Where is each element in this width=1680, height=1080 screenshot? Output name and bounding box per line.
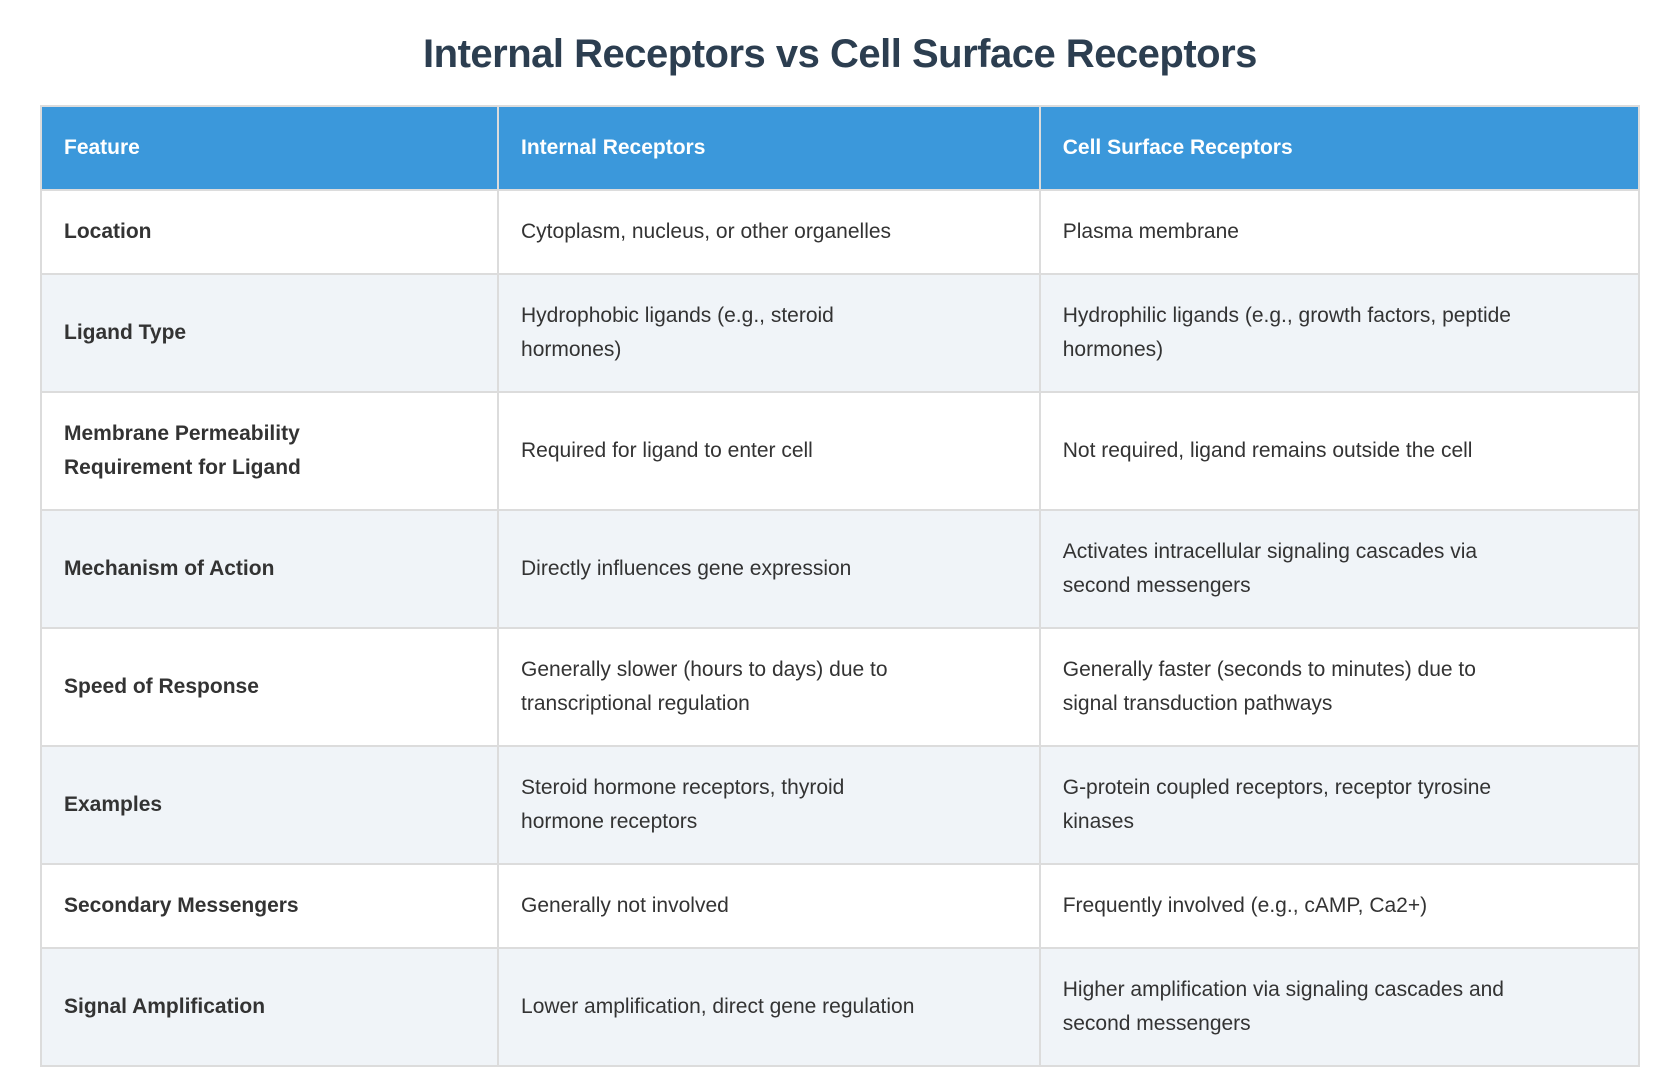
column-header-feature: Feature [39, 105, 500, 191]
table-row: Speed of Response Generally slower (hour… [39, 627, 1641, 747]
internal-cell: Generally not involved [497, 863, 1041, 949]
surface-cell: Higher amplification via signaling casca… [1038, 947, 1641, 1067]
feature-cell: Membrane Permeability Requirement for Li… [39, 391, 500, 511]
feature-cell: Secondary Messengers [39, 863, 500, 949]
table-row: Mechanism of Action Directly influences … [39, 509, 1641, 629]
surface-cell: Frequently involved (e.g., cAMP, Ca2+) [1038, 863, 1641, 949]
feature-cell: Mechanism of Action [39, 509, 500, 629]
table-row: Secondary Messengers Generally not invol… [39, 863, 1641, 949]
surface-cell: G-protein coupled receptors, receptor ty… [1038, 745, 1641, 865]
internal-cell: Hydrophobic ligands (e.g., steroid hormo… [497, 273, 1041, 393]
internal-cell: Steroid hormone receptors, thyroid hormo… [497, 745, 1041, 865]
column-header-cell-surface-receptors: Cell Surface Receptors [1038, 105, 1641, 191]
column-header-internal-receptors: Internal Receptors [497, 105, 1041, 191]
feature-cell: Examples [39, 745, 500, 865]
table-row: Location Cytoplasm, nucleus, or other or… [39, 189, 1641, 275]
comparison-table: Feature Internal Receptors Cell Surface … [39, 105, 1641, 1067]
internal-cell: Required for ligand to enter cell [497, 391, 1041, 511]
feature-cell: Speed of Response [39, 627, 500, 747]
surface-cell: Not required, ligand remains outside the… [1038, 391, 1641, 511]
page-title: Internal Receptors vs Cell Surface Recep… [423, 32, 1257, 76]
feature-cell: Ligand Type [39, 273, 500, 393]
figure-container: Internal Receptors vs Cell Surface Recep… [39, 0, 1641, 1067]
table-row: Membrane Permeability Requirement for Li… [39, 391, 1641, 511]
feature-cell: Signal Amplification [39, 947, 500, 1067]
internal-cell: Cytoplasm, nucleus, or other organelles [497, 189, 1041, 275]
surface-cell: Generally faster (seconds to minutes) du… [1038, 627, 1641, 747]
table-body: Location Cytoplasm, nucleus, or other or… [39, 189, 1641, 1067]
table-header: Feature Internal Receptors Cell Surface … [39, 105, 1641, 191]
header-row: Feature Internal Receptors Cell Surface … [39, 105, 1641, 191]
internal-cell: Lower amplification, direct gene regulat… [497, 947, 1041, 1067]
internal-cell: Directly influences gene expression [497, 509, 1041, 629]
feature-cell: Location [39, 189, 500, 275]
surface-cell: Plasma membrane [1038, 189, 1641, 275]
surface-cell: Hydrophilic ligands (e.g., growth factor… [1038, 273, 1641, 393]
internal-cell: Generally slower (hours to days) due to … [497, 627, 1041, 747]
table-row: Examples Steroid hormone receptors, thyr… [39, 745, 1641, 865]
table-row: Ligand Type Hydrophobic ligands (e.g., s… [39, 273, 1641, 393]
table-row: Signal Amplification Lower amplification… [39, 947, 1641, 1067]
surface-cell: Activates intracellular signaling cascad… [1038, 509, 1641, 629]
